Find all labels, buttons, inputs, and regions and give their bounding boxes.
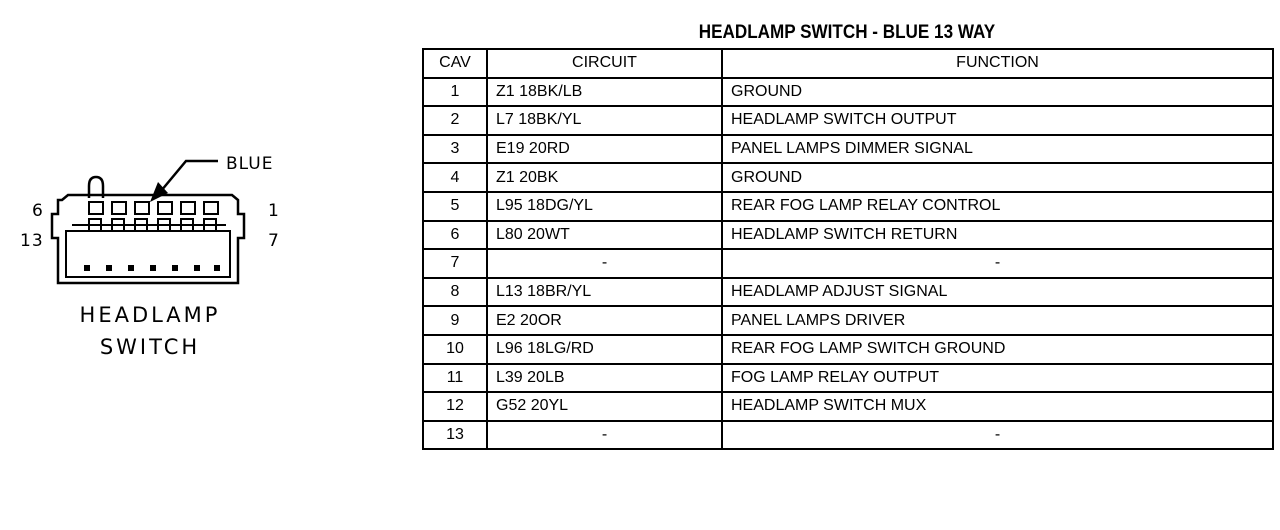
cav-cell: 6	[422, 219, 488, 251]
connector-housing	[50, 193, 246, 285]
header-function: FUNCTION	[721, 48, 1274, 79]
cav-cell: 10	[422, 333, 488, 365]
cav-cell: 2	[422, 105, 488, 136]
cav-cell: 8	[422, 276, 488, 308]
header-cav: CAV	[422, 48, 488, 79]
connector-caption-line1: HEADLAMP	[79, 303, 221, 327]
pin-label-1: 1	[268, 201, 280, 221]
circuit-cell: Z1 18BK/LB	[486, 76, 723, 108]
function-cell: FOG LAMP RELAY OUTPUT	[721, 362, 1274, 394]
function-cell: HEADLAMP SWITCH RETURN	[721, 219, 1274, 251]
connector-caption-line2: SWITCH	[99, 335, 201, 359]
circuit-cell: L7 18BK/YL	[486, 105, 723, 136]
circuit-cell: L96 18LG/RD	[486, 333, 723, 365]
circuit-cell: E19 20RD	[486, 133, 723, 165]
cav-cell: 9	[422, 305, 488, 336]
circuit-cell: Z1 20BK	[486, 162, 723, 193]
cav-cell: 4	[422, 162, 488, 193]
cav-cell: 1	[422, 76, 488, 108]
table-title: HEADLAMP SWITCH - BLUE 13 WAY	[698, 22, 996, 43]
cav-cell: 11	[422, 362, 488, 394]
pin-label-7: 7	[268, 231, 280, 251]
connector-diagram: BLUE 6 1 13 7	[20, 154, 280, 285]
circuit-cell: L80 20WT	[486, 219, 723, 251]
function-cell: HEADLAMP ADJUST SIGNAL	[721, 276, 1274, 308]
connector-inner-face	[65, 230, 231, 278]
function-cell: REAR FOG LAMP SWITCH GROUND	[721, 333, 1274, 365]
blue-label: BLUE	[226, 154, 273, 174]
circuit-cell: L13 18BR/YL	[486, 276, 723, 308]
circuit-cell: E2 20OR	[486, 305, 723, 336]
bottom-pin-row	[84, 265, 220, 271]
function-cell: -	[721, 248, 1274, 279]
blue-leader-arrowhead	[150, 182, 168, 202]
table-row: 7--	[422, 248, 1274, 279]
function-cell: HEADLAMP SWITCH OUTPUT	[721, 105, 1274, 136]
function-cell: REAR FOG LAMP RELAY CONTROL	[721, 190, 1274, 222]
cav-cell: 7	[422, 248, 488, 279]
cav-cell: 12	[422, 391, 488, 422]
circuit-cell: -	[486, 419, 723, 451]
function-cell: GROUND	[721, 76, 1274, 108]
circuit-cell: L39 20LB	[486, 362, 723, 394]
function-cell: -	[721, 419, 1274, 451]
function-cell: GROUND	[721, 162, 1274, 193]
circuit-cell: -	[486, 248, 723, 279]
connector-latch	[87, 175, 105, 198]
blue-leader-line	[160, 159, 218, 192]
top-pin-row	[88, 201, 219, 215]
cav-cell: 13	[422, 419, 488, 451]
function-cell: HEADLAMP SWITCH MUX	[721, 391, 1274, 422]
table-header-row: CAV CIRCUIT FUNCTION	[422, 48, 1274, 79]
circuit-cell: L95 18DG/YL	[486, 190, 723, 222]
cav-cell: 5	[422, 190, 488, 222]
header-circuit: CIRCUIT	[486, 48, 723, 79]
middle-pin-row	[72, 218, 226, 232]
function-cell: PANEL LAMPS DRIVER	[721, 305, 1274, 336]
pin-label-6: 6	[32, 201, 44, 221]
function-cell: PANEL LAMPS DIMMER SIGNAL	[721, 133, 1274, 165]
table-row: 13--	[422, 419, 1274, 451]
cav-cell: 3	[422, 133, 488, 165]
pin-label-13: 13	[20, 231, 44, 251]
circuit-cell: G52 20YL	[486, 391, 723, 422]
